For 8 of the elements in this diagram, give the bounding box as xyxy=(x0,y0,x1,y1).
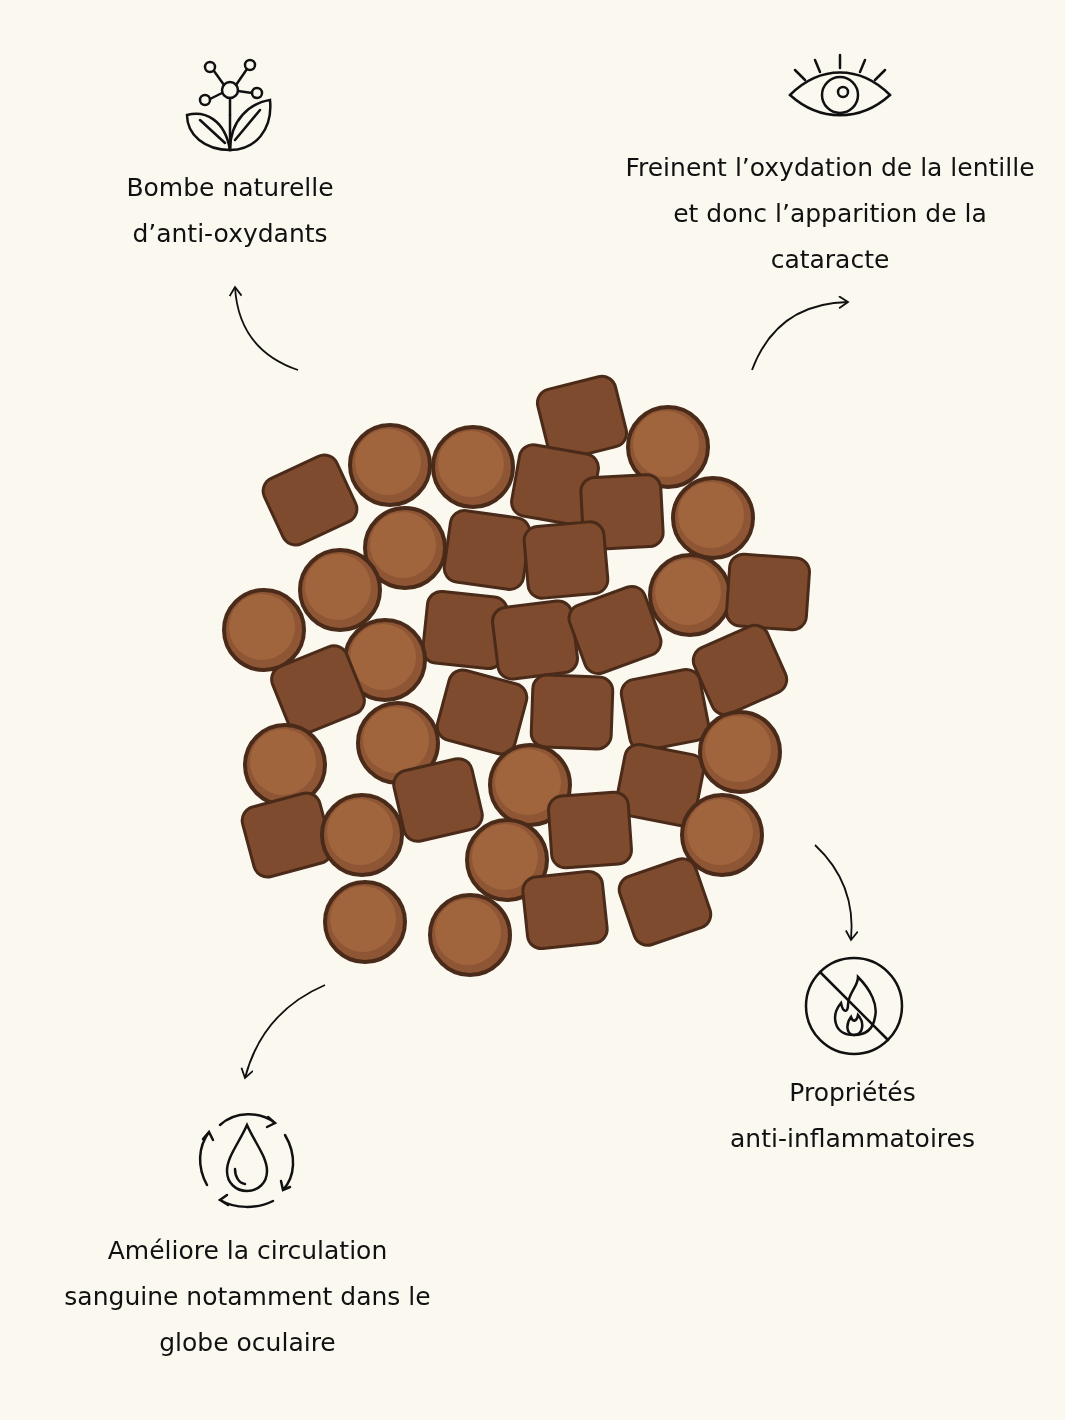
benefit-text: Améliore la circulation sanguine notamment dans le globe oculaire xyxy=(63,1235,432,1359)
curved-arrow xyxy=(240,984,326,1079)
benefit-text: Bombe naturelle d’anti-oxydants xyxy=(125,172,335,250)
benefit-text: Propriétés anti-inflammatoires xyxy=(729,1077,976,1155)
benefit-text: Freinent l’oxydation de la lentille et donc l’apparition de la cataracte xyxy=(624,152,1036,276)
curved-arrow xyxy=(814,844,859,941)
curved-arrow xyxy=(751,295,849,371)
curved-arrow xyxy=(229,286,299,371)
